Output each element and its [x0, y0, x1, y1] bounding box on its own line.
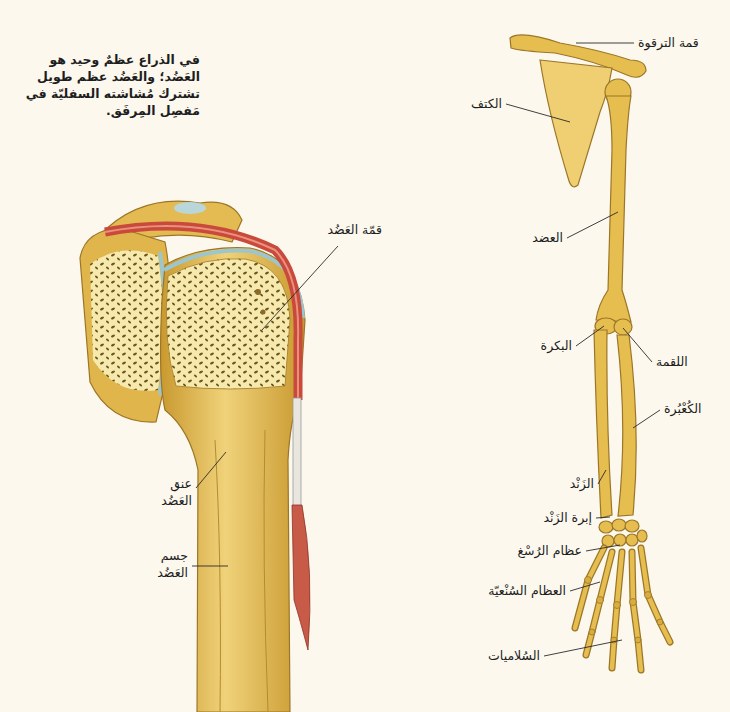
part-label: العظام السُنْعيّة — [488, 583, 566, 600]
part-label: قمّة العَضُد — [327, 222, 382, 239]
part-label: الكتف — [471, 96, 502, 113]
hand-bones — [575, 548, 670, 670]
part-label: عظام الرُسْغ — [517, 543, 582, 560]
part-label: عنق العَضُد — [136, 476, 192, 510]
part-label: اللقمة — [656, 354, 688, 371]
part-label: الزَنْد — [570, 476, 594, 493]
part-label: قمة الترقوة — [638, 35, 699, 52]
part-label: العضد — [532, 230, 563, 247]
part-label: البكرة — [541, 338, 572, 355]
note-text: في الذراع عظمٌ وحيد هو العَضُد؛ والعَضُد… — [24, 52, 200, 120]
arm-skeleton — [510, 35, 647, 547]
leader-lines — [192, 43, 660, 656]
part-label: السُلاميات — [488, 648, 540, 665]
part-label: جسم العَضُد — [132, 548, 188, 582]
part-label: إبرة الزَنْد — [543, 510, 592, 527]
humerus-section — [80, 201, 310, 712]
part-label: الكُعْبُرة — [664, 401, 701, 418]
